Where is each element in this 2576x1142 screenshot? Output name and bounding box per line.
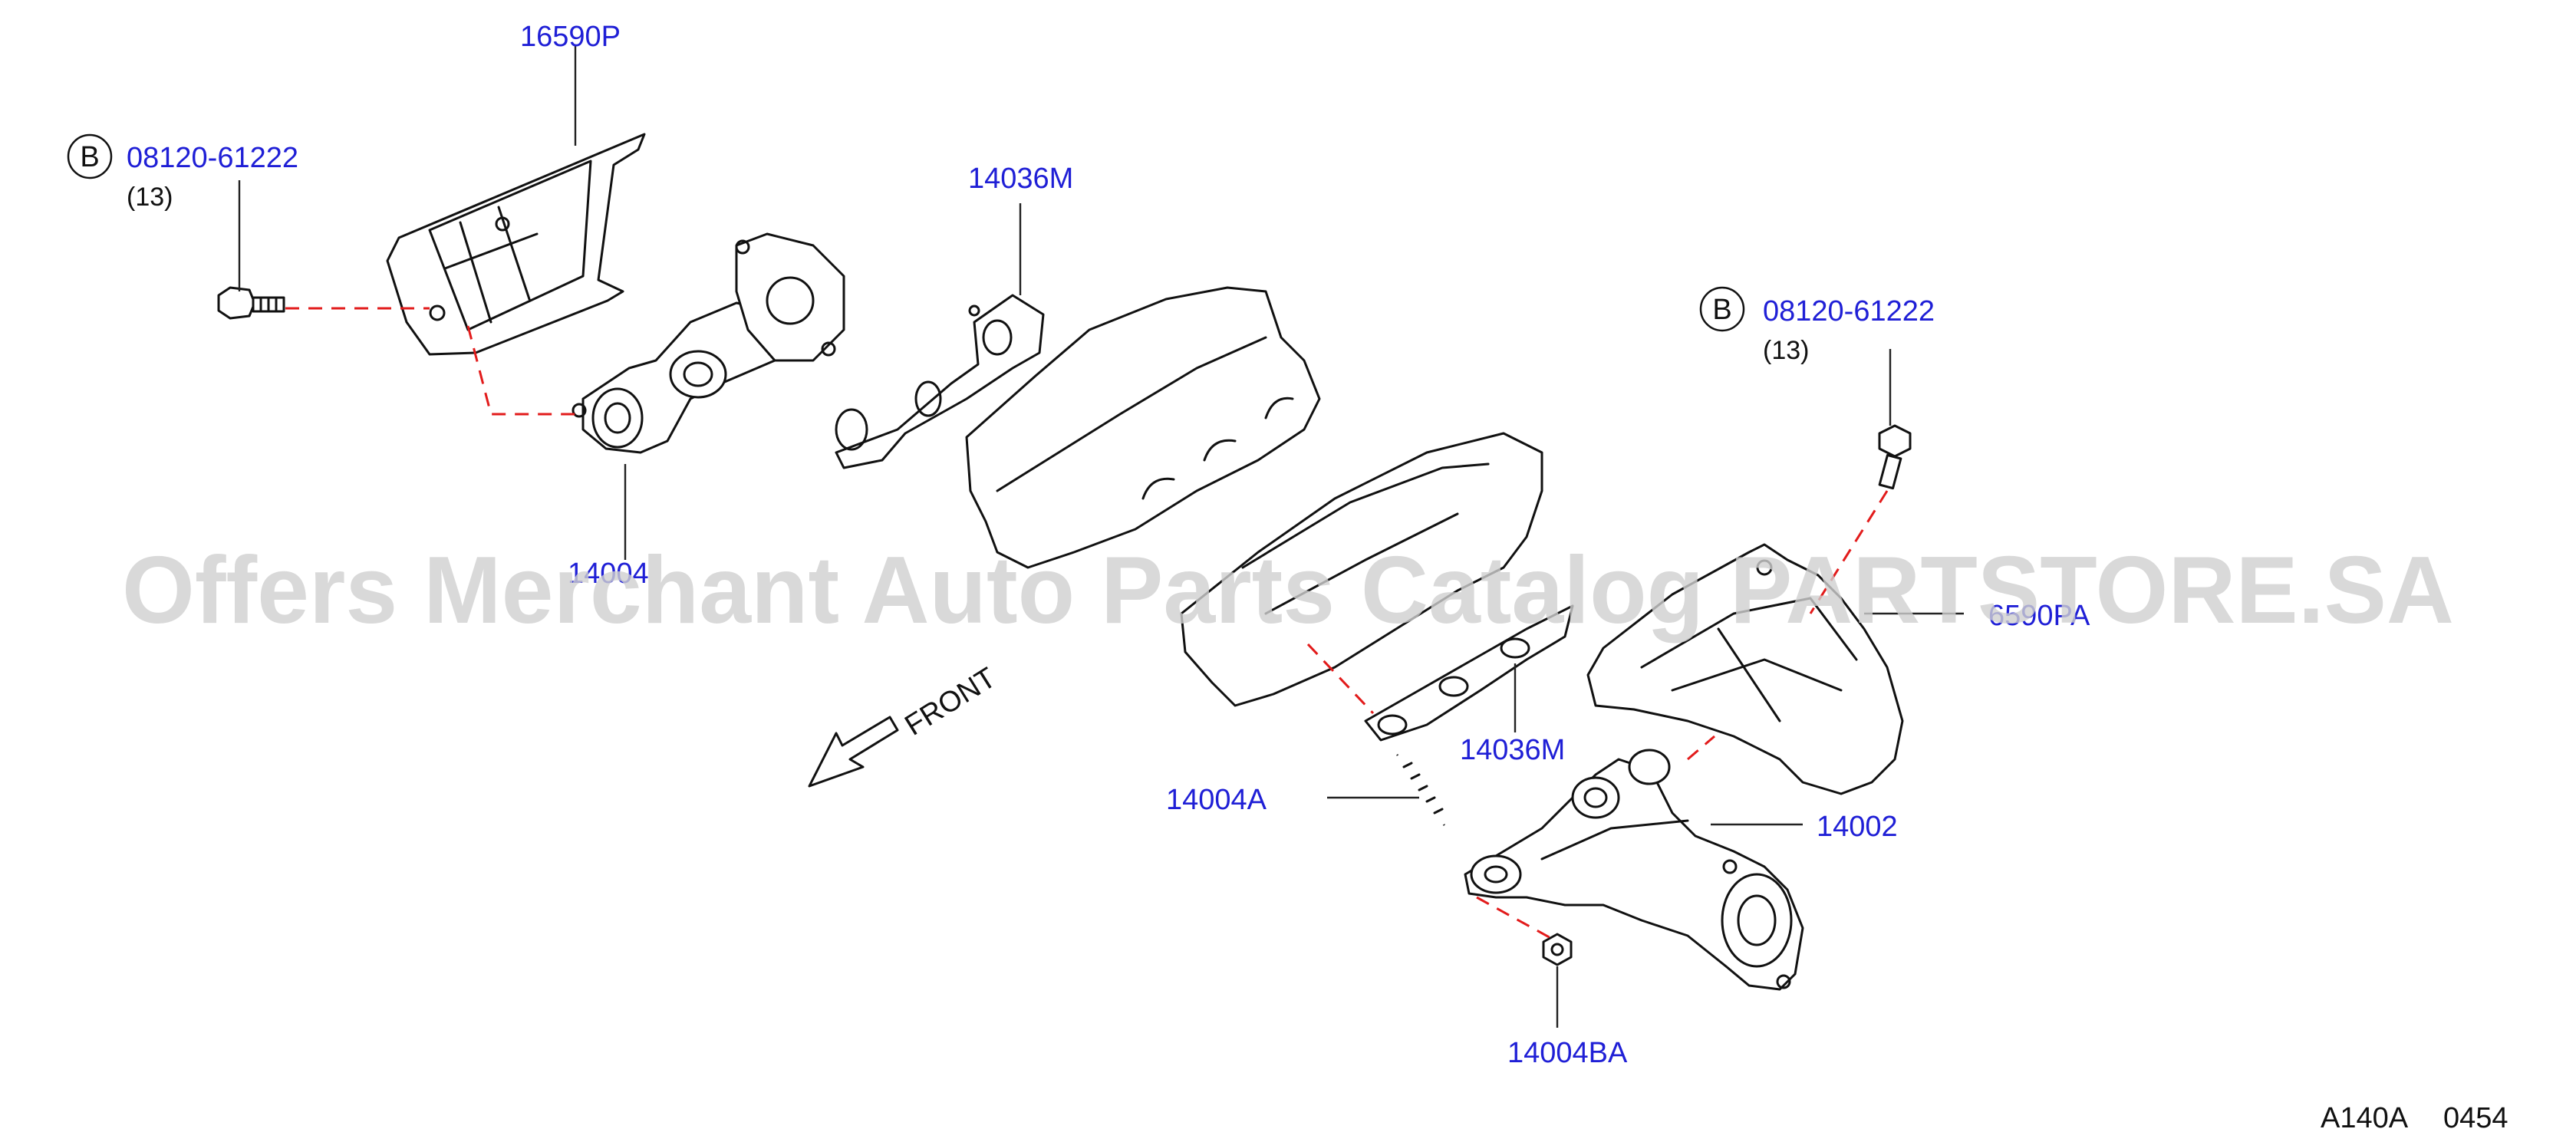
front-arrow [808, 716, 899, 788]
label-manifold-left[interactable]: 14004 [568, 558, 649, 590]
watermark: Offers Merchant Auto Parts Catalog PARTS… [122, 538, 2454, 643]
label-nut[interactable]: 14004BA [1507, 1037, 1628, 1069]
cylinder-head-right [1180, 432, 1543, 707]
label-bolt-right-qty: (13) [1763, 336, 1809, 365]
bolt-badge-left-letter: B [80, 141, 99, 173]
label-bolt-left[interactable]: 08120-61222 [127, 142, 298, 174]
bolt-right[interactable] [1878, 424, 1912, 490]
footer-number: 0454 [2443, 1102, 2508, 1134]
label-heat-insulator-right[interactable]: 6590PA [1988, 600, 2090, 632]
heat-insulator-right[interactable] [1586, 543, 1904, 795]
label-bolt-right[interactable]: 08120-61222 [1763, 295, 1935, 327]
manifold-right[interactable] [1464, 749, 1804, 991]
label-manifold-right[interactable]: 14002 [1817, 811, 1898, 843]
cylinder-head-left [965, 286, 1321, 569]
stud[interactable] [1395, 753, 1447, 827]
heat-insulator-left[interactable] [386, 133, 646, 356]
label-heat-insulator-left[interactable]: 16590P [520, 21, 621, 53]
nut[interactable] [1542, 933, 1573, 966]
footer-code: A140A [2321, 1102, 2409, 1134]
front-label: FRONT [900, 662, 1002, 742]
bolt-badge-left: B [67, 133, 113, 179]
label-gasket-left[interactable]: 14036M [968, 163, 1073, 195]
bolt-badge-right: B [1699, 286, 1745, 332]
assembly-lines [285, 307, 1889, 941]
manifold-left[interactable] [572, 232, 845, 454]
gasket-left[interactable] [835, 294, 1045, 469]
leader-lines [238, 46, 1964, 1028]
label-stud[interactable]: 14004A [1166, 784, 1267, 816]
label-gasket-right[interactable]: 14036M [1460, 734, 1565, 766]
label-bolt-left-qty: (13) [127, 183, 173, 212]
bolt-badge-right-letter: B [1712, 294, 1731, 326]
bolt-left[interactable] [217, 286, 285, 320]
gasket-right[interactable] [1364, 604, 1574, 742]
